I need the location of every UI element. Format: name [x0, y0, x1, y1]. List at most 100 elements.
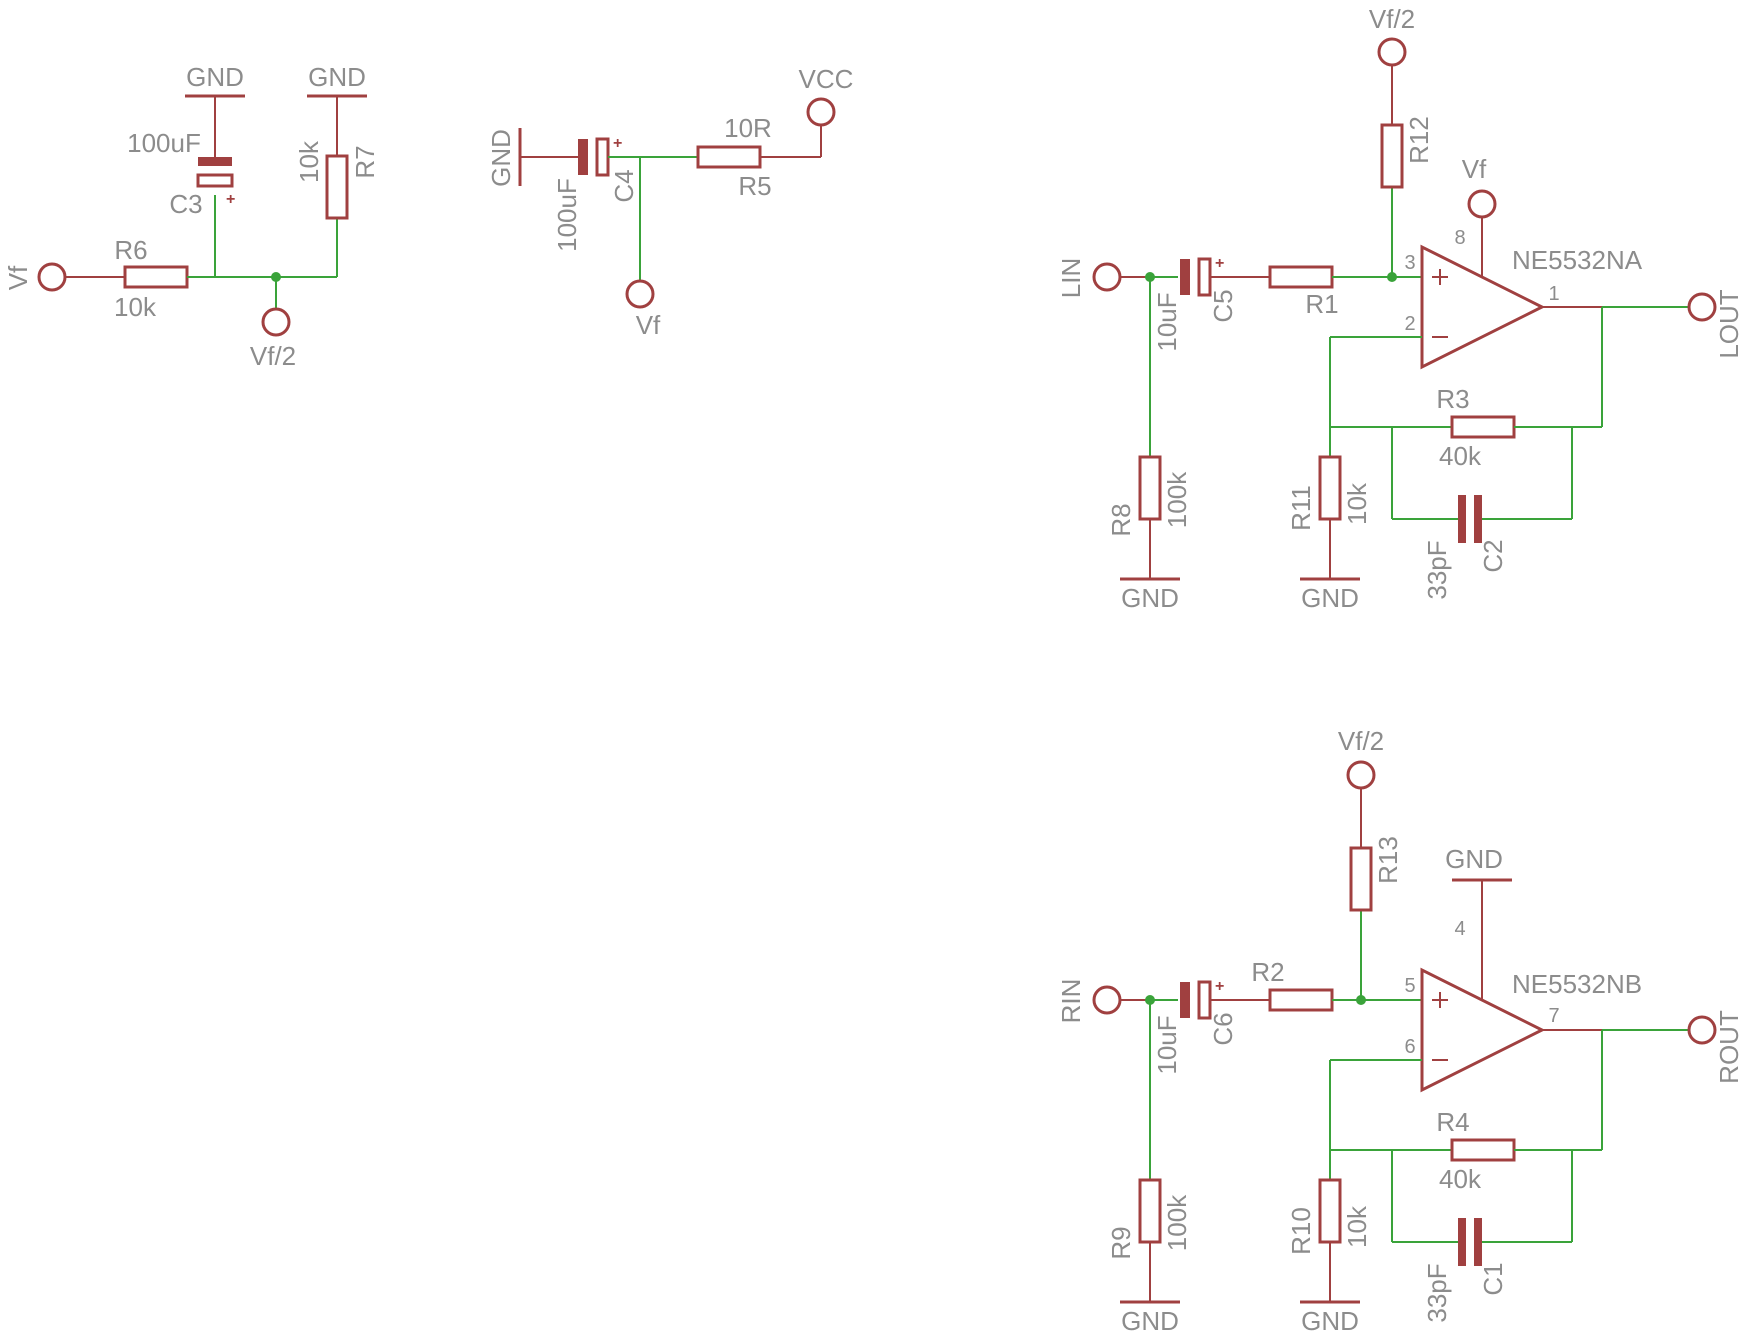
vf-half-terminal[interactable]	[261, 307, 291, 337]
c1-name: C1	[1478, 1262, 1508, 1295]
r2-resistor	[1268, 988, 1334, 1012]
vcc-terminal[interactable]	[806, 97, 836, 127]
c2-name: C2	[1478, 539, 1508, 572]
c4-value: 100uF	[552, 178, 582, 252]
vf-terminal[interactable]	[37, 262, 67, 292]
c1-capacitor-plate	[1458, 1218, 1466, 1266]
r8-name: R8	[1106, 503, 1136, 536]
gnd-label: GND	[1121, 1306, 1179, 1335]
vf-half-label: Vf/2	[250, 341, 296, 371]
c3-value: 100uF	[127, 128, 201, 158]
r5-resistor	[696, 145, 762, 169]
vf-label: Vf	[636, 310, 661, 340]
r13-resistor	[1349, 846, 1373, 912]
rout-terminal[interactable]	[1687, 1015, 1717, 1045]
c3-capacitor-plus-plate	[196, 173, 234, 188]
r6-value: 10k	[114, 292, 157, 322]
r1-name: R1	[1305, 289, 1338, 319]
svg-text:+: +	[1215, 255, 1224, 272]
r12-name: R12	[1404, 116, 1434, 164]
pin-8-label: 8	[1454, 227, 1465, 249]
c5-value: 10uF	[1152, 292, 1182, 351]
pin-5-label: 5	[1404, 975, 1415, 997]
gnd-label: GND	[1121, 583, 1179, 613]
lout-label: LOUT	[1714, 289, 1744, 358]
supply-filter-section: + GND 100uF C4 10R R5 VCC Vf	[486, 64, 853, 340]
r4-name: R4	[1436, 1107, 1469, 1137]
c4-capacitor-plate	[578, 139, 588, 175]
lin-label: LIN	[1056, 258, 1086, 298]
c3-name: C3	[169, 189, 202, 219]
r1-resistor	[1268, 265, 1334, 289]
c6-capacitor-plate	[1180, 982, 1190, 1018]
vf-label: Vf	[3, 265, 33, 290]
gnd-label: GND	[308, 62, 366, 92]
vf-terminal[interactable]	[1467, 189, 1497, 219]
r10-name: R10	[1286, 1207, 1316, 1255]
c2-value: 33pF	[1422, 540, 1452, 599]
pin-2-label: 2	[1404, 313, 1415, 335]
c4-name: C4	[609, 169, 639, 202]
vf-label: Vf	[1462, 154, 1487, 184]
r8-value: 100k	[1162, 471, 1192, 528]
lin-terminal[interactable]	[1092, 262, 1122, 292]
svg-text:+: +	[613, 135, 622, 152]
bias-divider-section: + GND GND 100uF C3 R6 10k 10k R7 Vf Vf/2	[3, 62, 380, 371]
lout-terminal[interactable]	[1687, 292, 1717, 322]
rout-label: ROUT	[1714, 1010, 1744, 1084]
left-channel-section: +	[1056, 4, 1744, 613]
gnd-label: GND	[1301, 1306, 1359, 1335]
right-channel-section: +	[1056, 726, 1744, 1335]
c6-value: 10uF	[1152, 1015, 1182, 1074]
pin-6-label: 6	[1404, 1036, 1415, 1058]
r5-value: 10R	[724, 113, 772, 143]
vf-terminal[interactable]	[625, 279, 655, 309]
r13-name: R13	[1373, 836, 1403, 884]
vf-half-terminal[interactable]	[1346, 760, 1376, 790]
pin-1-label: 1	[1548, 283, 1559, 305]
r11-value: 10k	[1342, 482, 1372, 525]
pin-3-label: 3	[1404, 252, 1415, 274]
pin-4-label: 4	[1454, 918, 1465, 940]
svg-text:+: +	[1215, 978, 1224, 995]
r11-name: R11	[1286, 485, 1316, 531]
c3-capacitor-plate	[198, 157, 232, 166]
r11-resistor	[1318, 455, 1342, 521]
r7-resistor	[325, 154, 349, 220]
gnd-label: GND	[486, 129, 516, 187]
vf-half-label: Vf/2	[1338, 726, 1384, 756]
c1-capacitor-plate	[1474, 1218, 1482, 1266]
r7-name: R7	[350, 145, 380, 178]
c5-name: C5	[1208, 289, 1238, 322]
r2-name: R2	[1251, 957, 1284, 987]
gnd-label: GND	[186, 62, 244, 92]
r12-resistor	[1380, 123, 1404, 189]
r9-value: 100k	[1162, 1194, 1192, 1251]
c5-capacitor-plate	[1180, 259, 1190, 295]
r10-resistor	[1318, 1178, 1342, 1244]
r10-value: 10k	[1342, 1205, 1372, 1248]
c6-name: C6	[1208, 1012, 1238, 1045]
rin-label: RIN	[1056, 979, 1086, 1024]
vf-half-label: Vf/2	[1369, 4, 1415, 34]
r4-value: 40k	[1439, 1164, 1482, 1194]
opamp-label: NE5532NA	[1512, 245, 1643, 275]
r7-value: 10k	[294, 140, 324, 183]
pin-7-label: 7	[1548, 1005, 1559, 1027]
r3-resistor	[1450, 415, 1516, 439]
c2-capacitor-plate	[1458, 495, 1466, 543]
r5-name: R5	[738, 171, 771, 201]
rin-terminal[interactable]	[1092, 985, 1122, 1015]
r9-name: R9	[1106, 1226, 1136, 1259]
r4-resistor	[1450, 1138, 1516, 1162]
r6-name: R6	[114, 235, 147, 265]
c2-capacitor-plate	[1474, 495, 1482, 543]
r3-name: R3	[1436, 384, 1469, 414]
r8-resistor	[1138, 455, 1162, 521]
vf-half-terminal[interactable]	[1377, 37, 1407, 67]
vcc-label: VCC	[799, 64, 854, 94]
gnd-label: GND	[1301, 583, 1359, 613]
c4-capacitor-plus-plate	[595, 137, 610, 177]
svg-text:+: +	[226, 191, 235, 208]
